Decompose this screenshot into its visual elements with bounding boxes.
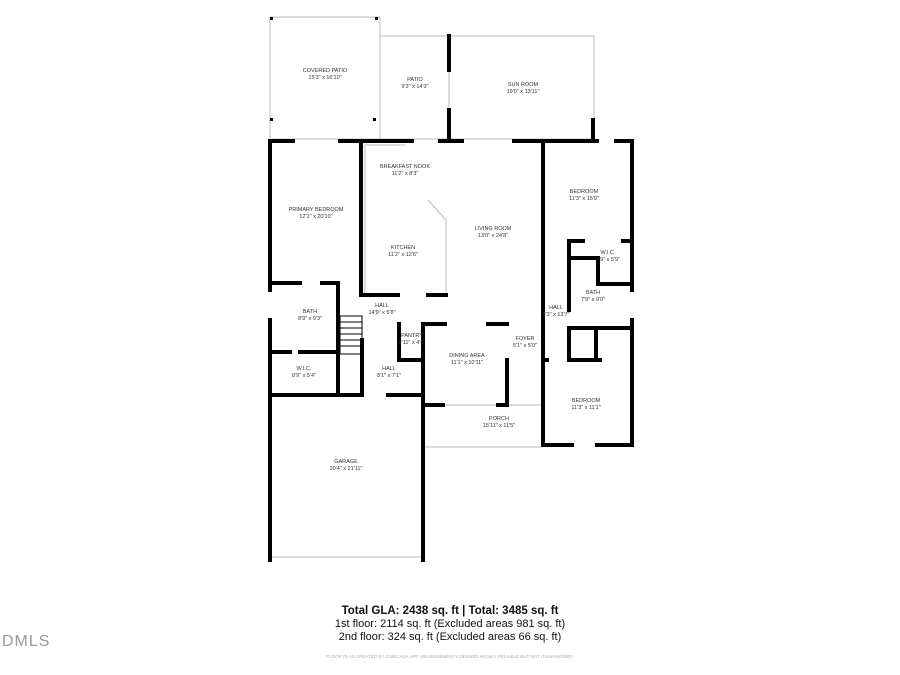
- room-name: HALL: [375, 303, 389, 309]
- room-name: HALL: [549, 305, 563, 311]
- stairs: [339, 315, 363, 355]
- room-name: GARAGE: [334, 459, 358, 465]
- room-name: BEDROOM: [571, 398, 601, 404]
- room-dims: 14'9" x 5'8": [368, 310, 396, 316]
- room-name: PATIO: [407, 77, 423, 83]
- room-dims: 5'1" x 5'0": [512, 343, 538, 349]
- room-name: PRIMARY BEDROOM: [288, 207, 344, 213]
- room-dims: 11'3" x 15'9": [569, 196, 599, 202]
- room-dims: 7'9" x 9'0": [580, 297, 606, 303]
- room-name: SUN ROOM: [507, 82, 539, 88]
- room-dims: 8'1" x 7'1": [376, 373, 402, 379]
- room-dims: 2'11" x 4'6": [398, 340, 426, 346]
- room-name: DINING AREA: [449, 353, 485, 359]
- room-dims: 20'4" x 21'11": [329, 466, 363, 472]
- room-dims: 12'1" x 20'10": [299, 214, 333, 220]
- room-name: HALL: [382, 366, 396, 372]
- room-name: PANTRY: [401, 333, 423, 339]
- room-dims: 8'9" x 9'3": [297, 316, 323, 322]
- room-name: COVERED PATIO: [302, 68, 348, 74]
- second-floor-area: 2nd floor: 324 sq. ft (Excluded areas 66…: [338, 630, 562, 643]
- room-dims: 11'1" x 10'11": [450, 360, 484, 366]
- mls-watermark: DMLS: [2, 633, 51, 650]
- room-dims: 15'3" x 16'10": [308, 75, 342, 81]
- first-floor-area: 1st floor: 2114 sq. ft (Excluded areas 9…: [334, 618, 566, 630]
- room-dims: 19'0" x 13'11": [506, 89, 540, 95]
- patio-posts: [270, 17, 378, 121]
- room-dims: 11'3" x 11'1": [571, 405, 601, 411]
- room-dims: 7'9" x 5'9": [595, 257, 621, 263]
- room-dims: 13'0" x 24'8": [477, 233, 509, 239]
- room-name: FOYER: [515, 336, 535, 342]
- area-summary: Total GLA: 2438 sq. ft | Total: 3485 sq.…: [0, 605, 900, 643]
- room-dims: 9'3" x 14'3": [401, 84, 429, 90]
- room-name: BREAKFAST NOOK: [379, 164, 431, 170]
- room-name: PORCH: [489, 416, 509, 422]
- room-name: KITCHEN: [390, 245, 416, 251]
- room-wic-1: W.I.C.7'9" x 5'9": [596, 250, 620, 264]
- room-name: LIVING ROOM: [474, 226, 512, 232]
- room-name: BATH: [585, 290, 601, 296]
- room-name: W.I.C.: [296, 366, 312, 372]
- room-dims: 8'9" x 5'4": [291, 373, 317, 379]
- room-dims: 3'3" x 13'7": [542, 312, 570, 318]
- walls: [268, 34, 634, 562]
- exterior-outlines: [269, 16, 595, 558]
- room-dims: 15'11" x 11'5": [482, 423, 516, 429]
- total-gla: Total GLA: 2438 sq. ft | Total: 3485 sq.…: [341, 605, 559, 617]
- room-name: W.I.C.: [600, 250, 616, 256]
- room-dims: 11'2" x 12'6": [388, 252, 418, 258]
- credit-note: FLOOR PLAN CREATED BY CUBICASA APP. MEAS…: [326, 654, 574, 659]
- room-dims: 11'2" x 8'3": [391, 171, 419, 177]
- room-wic-2: W.I.C.8'9" x 5'4": [292, 366, 316, 380]
- room-name: BEDROOM: [569, 189, 599, 195]
- room-name: BATH: [302, 309, 318, 315]
